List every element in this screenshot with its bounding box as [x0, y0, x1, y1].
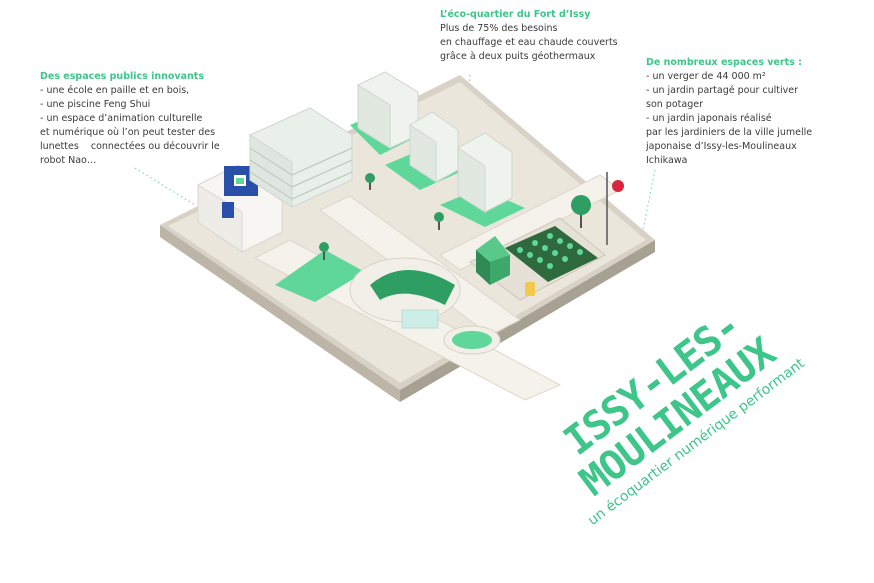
callout-green-line: Ichikawa [646, 155, 688, 166]
japan-flag [606, 172, 624, 245]
callout-green-line: - un jardin japonais réalisé [646, 113, 772, 124]
callout-green-line: japonaise d’Issy-les-Moulineaux [646, 141, 797, 152]
callout-public-title: Des espaces publics innovants [40, 71, 204, 82]
callout-green-line: - un jardin partagé pour cultiver [646, 85, 799, 96]
yellow-bin [525, 282, 535, 296]
eco-towers [357, 71, 513, 213]
callout-public-line: - un espace d’animation culturelle [40, 113, 203, 124]
callout-public-line: robot Nao… [40, 155, 97, 166]
leader-public [134, 167, 196, 206]
callout-green-line: - un verger de 44 000 m² [646, 71, 766, 82]
callout-green-spaces: De nombreux espaces verts : - un verger … [646, 56, 826, 168]
callout-public-line: - une piscine Feng Shui [40, 99, 151, 110]
callout-public-line: - une école en paille et en bois, [40, 85, 190, 96]
greenhouse [476, 236, 510, 285]
city-base [160, 75, 655, 402]
callout-eco-line: en chauffage et eau chaude couverts [440, 37, 618, 48]
office-building [249, 107, 353, 208]
callout-green-line: par les jardiniers de la ville jumelle [646, 127, 813, 138]
callout-eco-line: Plus de 75% des besoins [440, 23, 558, 34]
trees [319, 173, 591, 260]
callout-eco-title: L’éco-quartier du Fort d’Issy [440, 9, 591, 20]
callout-public-line: et numérique où l’on peut tester des [40, 127, 216, 138]
callout-public-spaces: Des espaces publics innovants - une écol… [40, 70, 220, 168]
pool-complex [349, 257, 501, 355]
callout-green-title: De nombreux espaces verts : [646, 57, 802, 68]
callout-eco-line: grâce à deux puits géothermaux [440, 51, 596, 62]
callout-public-line: lunettes connectées ou découvrir le [40, 141, 220, 152]
callout-green-line: son potager [646, 99, 703, 110]
callout-eco-district: L’éco-quartier du Fort d’Issy Plus de 75… [440, 8, 630, 64]
isometric-city-illustration [134, 71, 656, 402]
vegetable-garden [517, 233, 583, 269]
